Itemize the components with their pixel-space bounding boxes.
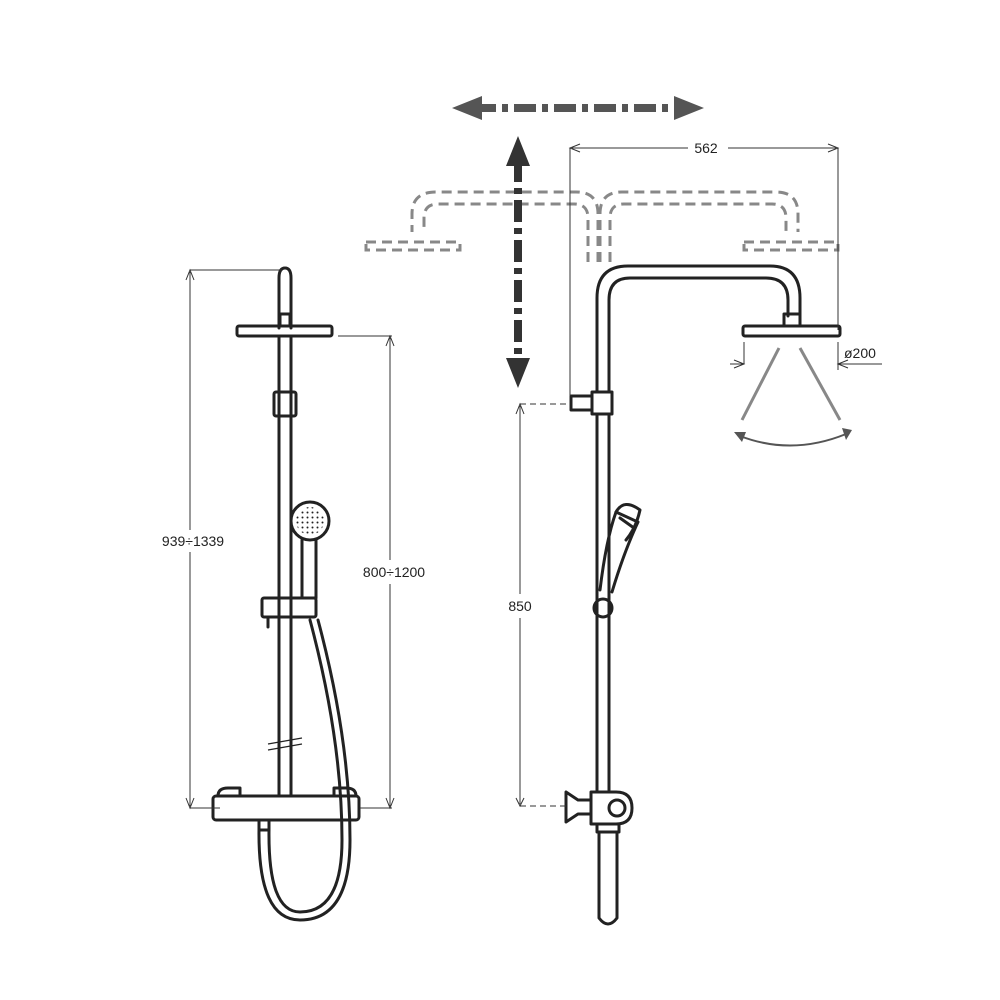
front-hose-inner [267,618,344,914]
side-dimensions: 562 ø200 850 [508,140,882,808]
front-hand-shower-nozzles [296,507,324,535]
ghost-head-left [364,240,462,252]
ghost-head-right [742,240,840,252]
ghost-arm-positions [364,190,840,262]
spray-tilt-arrow-left [734,432,746,442]
adjustment-arrows [452,96,704,388]
front-mixer-outlet [257,818,271,832]
side-hose [597,830,619,926]
front-height-collar [272,390,298,418]
ghost-arm-right-outer [598,190,800,262]
ghost-arm-right-inner [608,202,788,262]
front-thermostatic-mixer [211,794,361,822]
side-hand-shower-face [618,516,636,530]
side-arm-inner [607,276,790,394]
front-top-riser [277,266,293,330]
horizontal-adjust-arrowhead-left [452,96,482,120]
dim-head-arrow-right [836,359,849,369]
horizontal-adjust-arrowhead-right [674,96,704,120]
side-head-connector [782,312,802,328]
spray-tilt-arc [739,433,847,447]
side-arm-outer [595,264,802,394]
dim-bar-arrow-bottom [385,797,395,810]
side-hand-shower-handle [598,510,640,594]
front-slider-holder [260,596,318,619]
front-dimensions: 939÷1339 800÷1200 [162,268,425,810]
front-hand-shower-handle [300,538,318,600]
spray-line-left [740,347,781,421]
vertical-adjust-arrowhead-bottom [506,358,530,388]
side-mixer-knob [607,798,627,818]
side-hand-shower-head [614,503,642,542]
dim-bar-height-label: 800÷1200 [363,564,425,580]
spray-line-right [798,347,842,421]
front-mixer-right-knob [332,786,358,798]
ghost-arm-left-inner [422,202,590,262]
side-view [564,264,852,926]
dim-head-diameter-label: ø200 [844,345,876,361]
vertical-adjust-arrowhead-top [506,136,530,166]
dim-total-arrow-top [185,268,195,281]
side-mixer-inlet [564,790,593,824]
front-mixer-left-knob [216,786,242,798]
dim-arm-arrow-left [568,143,581,153]
dim-arm-length-label: 562 [694,140,718,156]
dim-total-height-label: 939÷1339 [162,533,224,549]
front-hose-outer [257,618,352,922]
side-slider-holder [592,597,614,619]
side-wall-bracket-arm [569,394,594,412]
side-wall-bracket-collar [590,390,614,416]
dim-total-arrow-bottom [185,797,195,810]
dim-bar-arrow-top [385,334,395,347]
front-head-connector [278,312,292,328]
front-view [211,266,361,922]
front-hand-shower-head [289,500,331,542]
ghost-arm-left-outer [410,190,600,262]
side-mixer-outlet [595,822,621,834]
dim-inlet-arrow-top [515,402,525,415]
dim-head-arrow-left [733,359,746,369]
front-break-mark-1 [267,737,303,745]
dim-arm-arrow-right [827,143,840,153]
front-break-mark-2 [267,743,303,751]
dim-inlet-height-label: 850 [508,598,532,614]
side-overhead-head [741,324,842,338]
spray-tilt-arrow-right [842,428,852,440]
dim-inlet-arrow-bottom [515,797,525,808]
